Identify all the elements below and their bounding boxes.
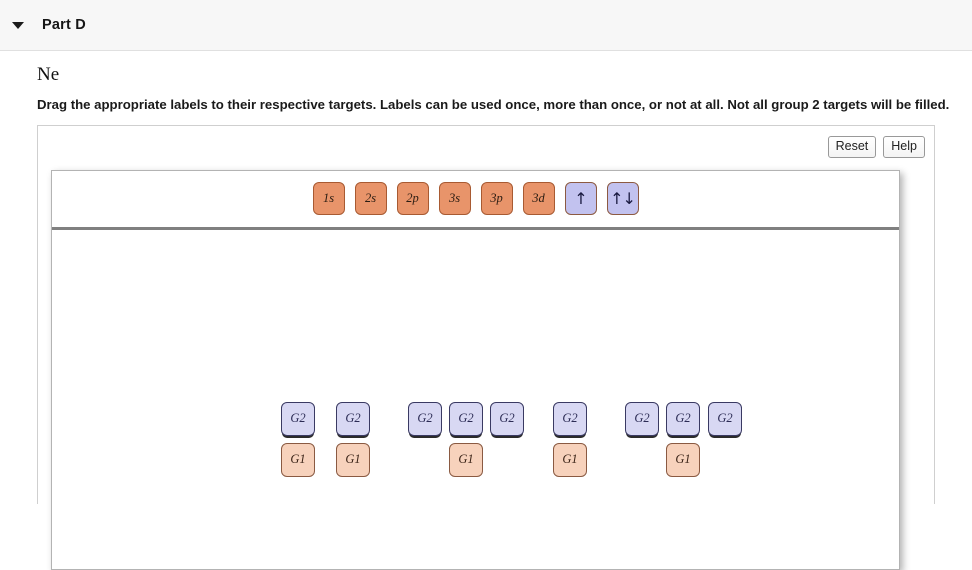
group1-target-row: G1 G1 G1 G1 G1 bbox=[52, 442, 899, 479]
drop-target-g1-1[interactable]: G1 bbox=[336, 442, 370, 477]
label-tile-2s[interactable]: 2s bbox=[354, 182, 387, 216]
drop-target-g2-0[interactable]: G2 bbox=[281, 401, 315, 436]
label-tile-1s[interactable]: 1s bbox=[312, 182, 345, 216]
label-tile-up-arrow-icon[interactable]: ↑ bbox=[564, 182, 597, 216]
drop-target-g1-4[interactable]: G1 bbox=[666, 442, 700, 477]
label-tile-3d[interactable]: 3d bbox=[522, 182, 555, 216]
caret-down-icon[interactable] bbox=[12, 21, 24, 29]
drop-target-g2-6[interactable]: G2 bbox=[625, 401, 659, 436]
part-title: Part D bbox=[42, 17, 86, 33]
activity-toolbar: Reset Help bbox=[827, 135, 925, 158]
reset-button[interactable]: Reset bbox=[827, 135, 877, 158]
drop-target-g1-0[interactable]: G1 bbox=[281, 442, 315, 477]
help-button[interactable]: Help bbox=[883, 135, 925, 158]
drop-target-g2-2[interactable]: G2 bbox=[408, 401, 442, 436]
question-body: Ne Drag the appropriate labels to their … bbox=[0, 51, 972, 570]
drop-target-g2-8[interactable]: G2 bbox=[708, 401, 742, 436]
drop-target-g2-5[interactable]: G2 bbox=[553, 401, 587, 436]
label-bank: 1s 2s 2p 3s 3p 3d ↑ ↑↓ bbox=[52, 171, 899, 230]
element-symbol: Ne bbox=[37, 64, 60, 85]
label-tile-2p[interactable]: 2p bbox=[396, 182, 429, 216]
drop-target-g1-3[interactable]: G1 bbox=[553, 442, 587, 477]
label-tile-up-down-arrow-icon[interactable]: ↑↓ bbox=[606, 182, 639, 216]
label-tile-3p[interactable]: 3p bbox=[480, 182, 513, 216]
part-header: Part D bbox=[0, 0, 972, 51]
label-bank-tiles: 1s 2s 2p 3s 3p 3d ↑ ↑↓ bbox=[52, 171, 899, 227]
drop-target-g2-3[interactable]: G2 bbox=[449, 401, 483, 436]
drop-target-g2-7[interactable]: G2 bbox=[666, 401, 700, 436]
label-tile-3s[interactable]: 3s bbox=[438, 182, 471, 216]
drop-target-g1-2[interactable]: G1 bbox=[449, 442, 483, 477]
drop-target-g2-4[interactable]: G2 bbox=[490, 401, 524, 436]
instructions-text: Drag the appropriate labels to their res… bbox=[37, 97, 950, 112]
drop-target-g2-1[interactable]: G2 bbox=[336, 401, 370, 436]
